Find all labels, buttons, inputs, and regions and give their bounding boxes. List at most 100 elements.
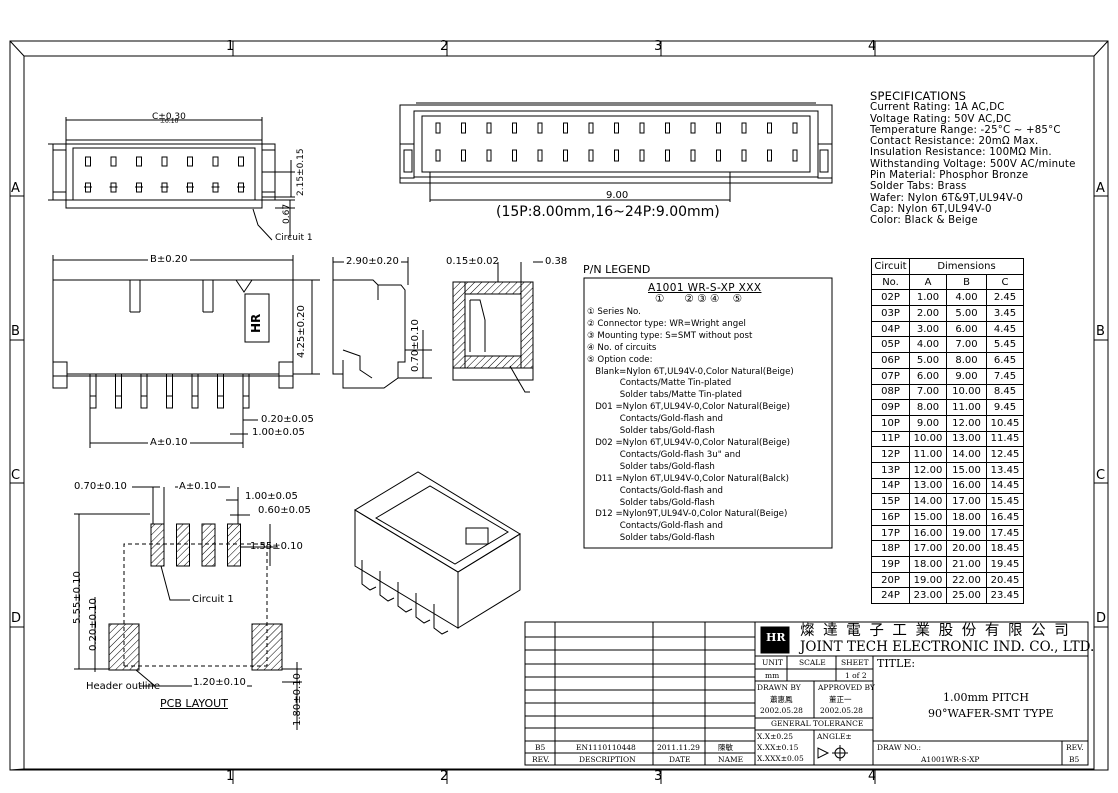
company-name-cn: 燦 達 電 子 工 業 股 份 有 限 公 司 <box>800 623 1071 639</box>
dim-c-lower: ±0.10 <box>160 118 179 125</box>
company-name-en: JOINT TECH ELECTRONIC IND. CO., LTD. <box>800 639 1095 655</box>
title-label: TITLE: <box>877 657 916 670</box>
table-cell: 13.00 <box>909 477 947 495</box>
col-dimensions: Dimensions <box>909 258 1024 275</box>
table-cell: 1.00 <box>909 289 947 307</box>
dim-b: B±0.20 <box>148 254 190 265</box>
table-cell: 16P <box>871 509 910 526</box>
table-cell: 23.00 <box>909 587 947 605</box>
zone-row-d-right: D <box>1096 611 1107 626</box>
table-cell: 25.00 <box>946 587 987 605</box>
table-cell: 15.45 <box>986 493 1024 510</box>
table-cell: 17P <box>871 524 910 542</box>
table-cell: 11P <box>871 430 910 448</box>
table-cell: 13.45 <box>986 461 1024 479</box>
table-cell: 4.00 <box>946 289 987 307</box>
dim-c: C±0.30 <box>152 112 186 122</box>
rev-row-rev: B5 <box>535 743 546 752</box>
zone-col-3-bottom: 3 <box>654 769 663 784</box>
table-cell: 7.00 <box>946 336 987 354</box>
table-cell: 10.00 <box>946 383 987 401</box>
pcb-layout <box>74 486 302 730</box>
table-cell: 15.00 <box>909 509 947 526</box>
pn-legend-line: Contacts/Gold-flash 3u" and <box>587 449 741 460</box>
approved-by-name: 董正一 <box>829 695 852 704</box>
zone-row-c: C <box>11 468 21 483</box>
drawn-date: 2002.05.28 <box>760 706 803 715</box>
company-logo: HR <box>766 631 786 644</box>
col-circuit: Circuit <box>871 258 910 275</box>
table-cell: 14.00 <box>946 446 987 463</box>
dim-0-38: 0.38 <box>545 256 568 267</box>
table-cell: 23.45 <box>986 587 1024 605</box>
zone-col-4: 4 <box>868 39 877 54</box>
pn-legend-line: Solder tabs/Gold-flash <box>587 461 715 472</box>
rev-value: B5 <box>1069 755 1080 764</box>
part-number-markers: ① ② ③ ④ ⑤ <box>655 293 743 305</box>
rev-row-date: 2011.11.29 <box>657 743 700 752</box>
pn-legend-line: Solder tabs/Gold-flash <box>587 497 715 508</box>
col-c: C <box>986 273 1024 291</box>
spec-line: Cap: Nylon 6T,UL94V-0 <box>870 203 992 215</box>
table-cell: 05P <box>871 336 910 354</box>
table-cell: 3.45 <box>986 305 1024 322</box>
table-cell: 9.00 <box>909 414 947 432</box>
table-cell: 4.45 <box>986 320 1024 338</box>
table-cell: 18.00 <box>909 556 947 573</box>
table-cell: 11.45 <box>986 430 1024 448</box>
table-cell: 15P <box>871 493 910 510</box>
zone-col-1: 1 <box>226 39 235 54</box>
header-outline-label: Header outline <box>86 681 161 692</box>
zone-row-b: B <box>11 324 20 339</box>
pcb-dim-0-20: 0.20±0.10 <box>88 598 99 651</box>
pcb-dim-0-60: 0.60±0.05 <box>258 505 311 516</box>
pn-legend-line: Contacts/Gold-flash and <box>587 414 723 425</box>
table-cell: 3.00 <box>909 320 947 338</box>
table-cell: 18P <box>871 540 910 558</box>
pn-legend-line: ② Connector type: WR=Wright angel <box>587 318 746 329</box>
table-cell: 20.45 <box>986 571 1024 589</box>
table-cell: 2.45 <box>986 289 1024 307</box>
drawing-no-label: DRAW NO.: <box>877 743 922 752</box>
spec-line: Withstanding Voltage: 500V AC/minute <box>870 158 1076 170</box>
angle-tolerance: ANGLE± <box>817 732 852 741</box>
spec-line: Voltage Rating: 50V AC,DC <box>870 113 1012 125</box>
isometric-view <box>354 471 521 635</box>
pcb-dim-5-55: 5.55±0.10 <box>72 571 83 624</box>
table-cell: 6.00 <box>909 367 947 385</box>
table-cell: 14.00 <box>909 493 947 510</box>
table-cell: 16.45 <box>986 509 1024 526</box>
dim-4-25: 4.25±0.20 <box>296 305 307 358</box>
table-cell: 02P <box>871 289 910 307</box>
pn-legend-line: Blank=Nylon 6T,UL94V-0,Color Natural(Bei… <box>587 366 794 377</box>
zone-col-1-bottom: 1 <box>226 769 235 784</box>
pn-legend-line: D11 =Nylon 6T,UL94V-0,Color Natural(Balc… <box>587 473 789 484</box>
dim-2-90: 2.90±0.20 <box>344 256 401 267</box>
inner-frame <box>23 55 1095 770</box>
zone-row-a-right: A <box>1096 181 1105 196</box>
table-cell: 07P <box>871 367 910 385</box>
rev-row-name: 陳敏 <box>718 743 733 752</box>
table-cell: 16.00 <box>909 524 947 542</box>
table-cell: 04P <box>871 320 910 338</box>
approved-by-label: APPROVED BY <box>818 683 875 692</box>
pn-legend-line: D12 =Nylon9T,UL94V-0,Color Natural(Beige… <box>587 509 788 520</box>
side-view <box>52 255 320 448</box>
pn-legend-line: Solder tabs/Gold-flash <box>587 533 715 544</box>
table-cell: 12P <box>871 446 910 463</box>
pn-legend-title: P/N LEGEND <box>583 263 651 276</box>
pcb-dim-a: A±0.10 <box>178 481 218 492</box>
